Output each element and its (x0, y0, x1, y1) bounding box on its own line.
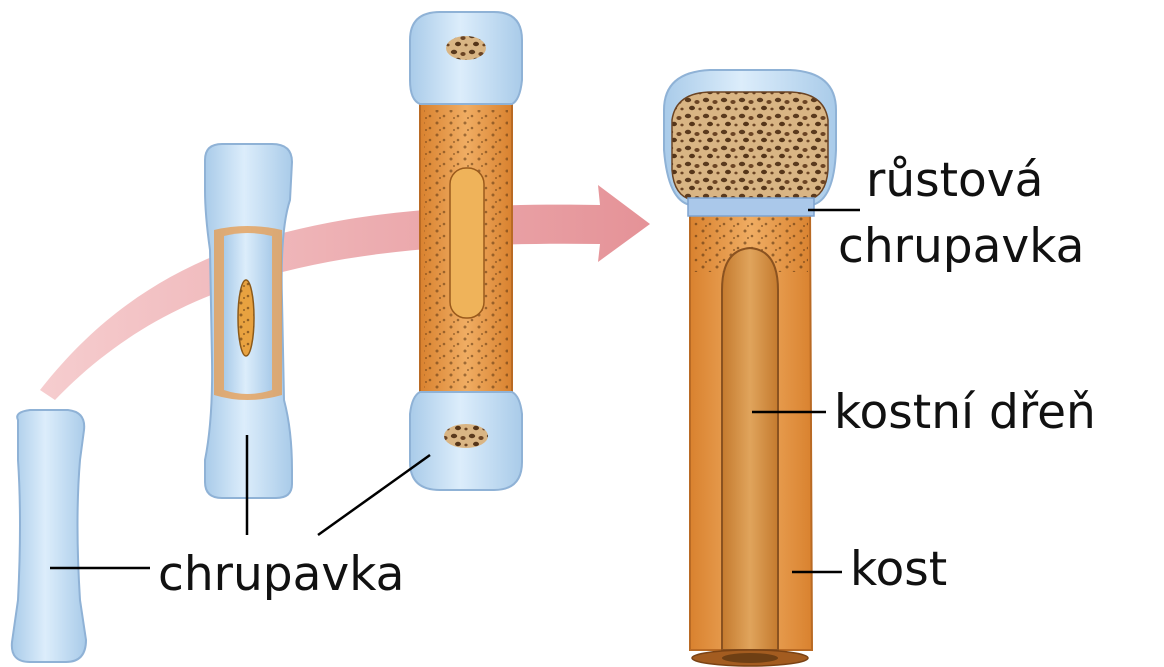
growth-plate (688, 198, 814, 216)
label-cartilage: chrupavka (158, 547, 404, 602)
label-growth-cartilage-line-1: růstová (866, 153, 1043, 208)
bone-stage-3 (410, 12, 522, 490)
mature-bone-section (664, 70, 836, 666)
marrow-cavity (450, 168, 484, 318)
marrow-cavity-mature (722, 248, 778, 650)
label-growth-cartilage-line-2: chrupavka (838, 219, 1084, 274)
cartilage-bone-stage-1 (12, 410, 86, 662)
spongy-epiphysis (672, 92, 828, 200)
cartilage-bone-stage-2 (205, 144, 292, 498)
label-bone-marrow: kostní dřeň (834, 385, 1096, 440)
growth-arrow (40, 185, 650, 400)
label-bone: kost (850, 542, 947, 597)
leader-cartilage-stage-3 (318, 455, 430, 535)
